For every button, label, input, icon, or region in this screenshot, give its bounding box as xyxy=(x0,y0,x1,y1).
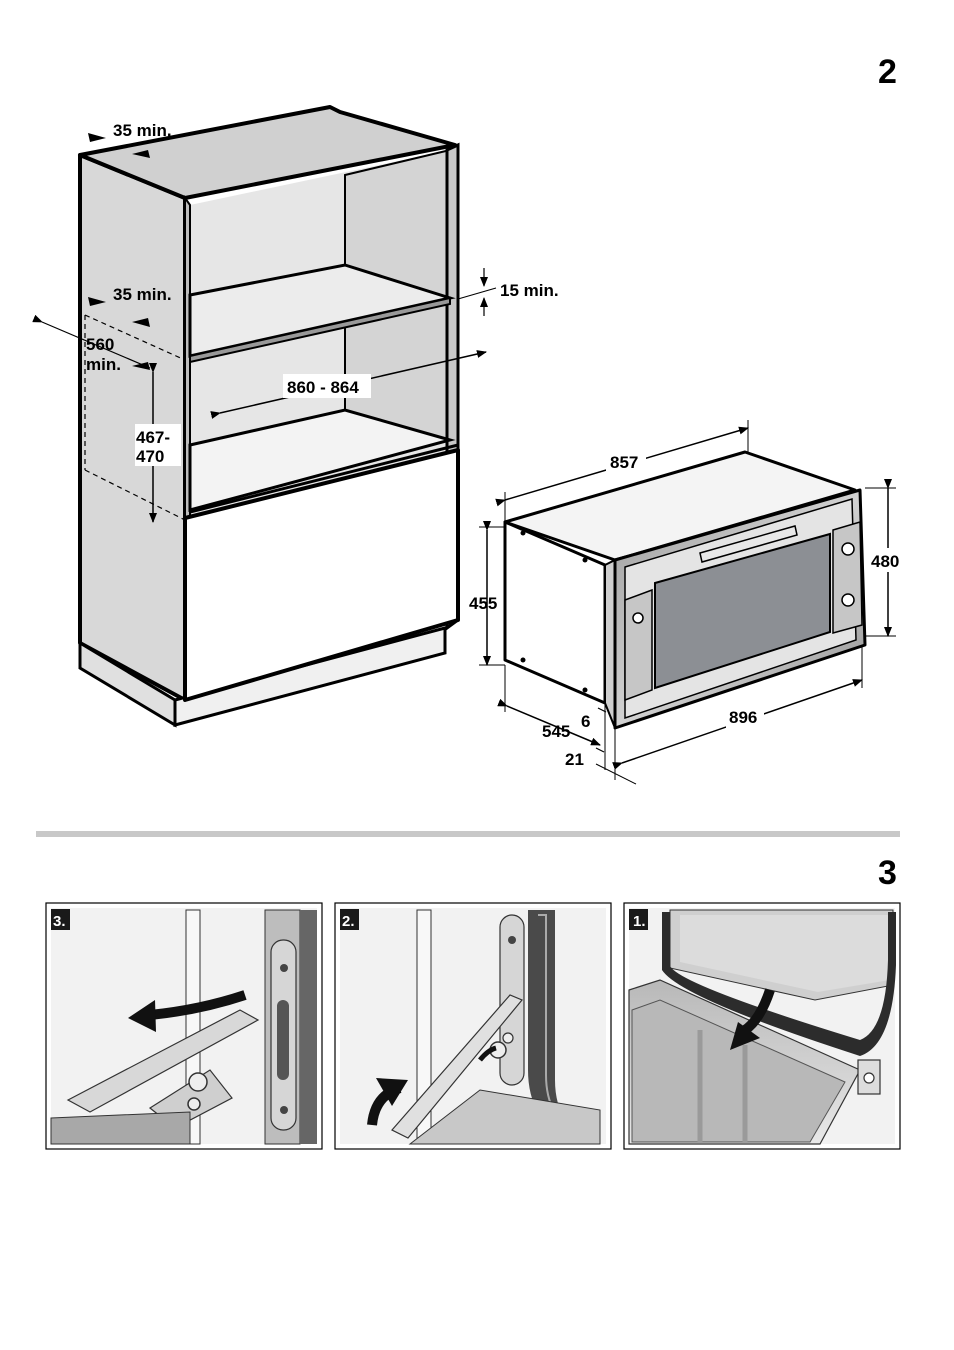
step-label-3: 3. xyxy=(53,913,66,930)
dim-shelf-gap: 35 min. xyxy=(113,285,172,304)
step-panel-2: 2. xyxy=(334,902,612,1150)
dim-niche-width: 860 - 864 xyxy=(287,378,359,397)
section-separator xyxy=(36,831,900,837)
section-number-2: 2 xyxy=(878,53,897,91)
dim-oven-depth: 545 xyxy=(542,722,570,741)
step-panel-1: 1. xyxy=(623,902,901,1150)
dim-oven-height-front: 480 xyxy=(871,552,899,571)
section-number-3: 3 xyxy=(878,854,897,892)
dim-niche-height-2: 470 xyxy=(136,447,164,466)
dim-top-gap: 35 min. xyxy=(113,121,172,140)
cabinet-top xyxy=(78,105,457,200)
dim-frame-offset: 6 xyxy=(581,712,590,731)
cabinet-drawing xyxy=(78,105,460,728)
oven-handle xyxy=(699,525,798,563)
dim-oven-width-front: 896 xyxy=(729,708,757,727)
dim-door-offset: 21 xyxy=(565,750,584,769)
dim-oven-width-body: 857 xyxy=(610,453,638,472)
dim-depth-value: 560 xyxy=(86,335,114,354)
step-label-2: 2. xyxy=(342,913,355,930)
dim-niche-height-1: 467- xyxy=(136,428,170,447)
step-label-1: 1. xyxy=(633,913,646,930)
step-panel-3: 3. xyxy=(45,902,323,1150)
dim-depth-suffix: min. xyxy=(86,355,121,374)
oven-drawing xyxy=(503,450,867,730)
dim-shelf-clearance: 15 min. xyxy=(500,281,559,300)
cabinet-lower-front xyxy=(183,448,460,702)
cabinet-shelf-lower xyxy=(188,408,456,512)
dim-oven-height-body: 455 xyxy=(469,594,497,613)
oven-window xyxy=(654,532,831,690)
